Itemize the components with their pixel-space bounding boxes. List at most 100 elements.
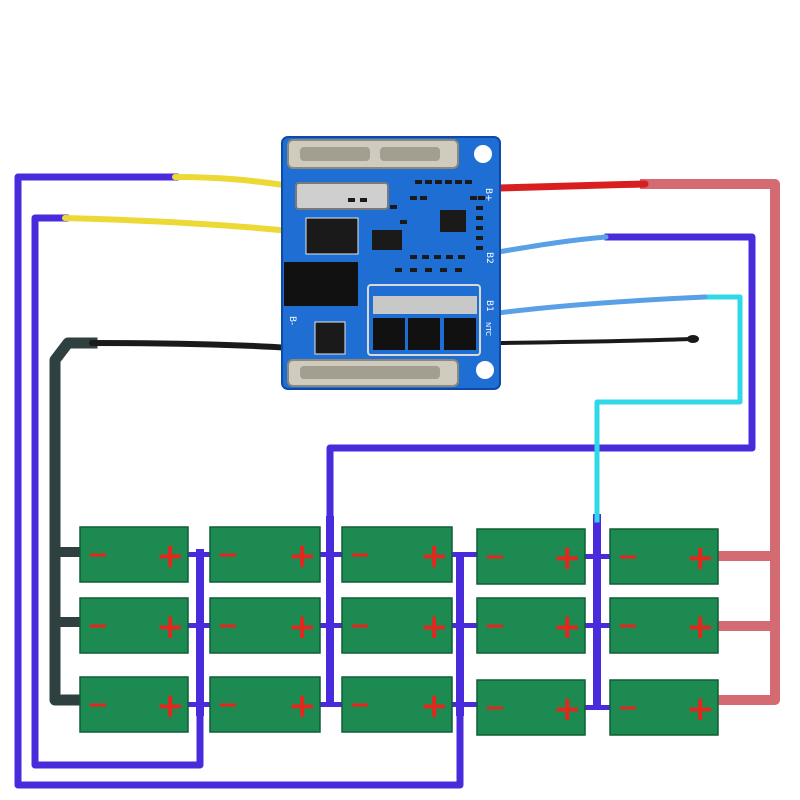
lead-black-ntc <box>496 337 692 345</box>
mount-hole-bottom <box>476 361 494 379</box>
smd-part-12 <box>476 216 483 220</box>
wire-dark-negative <box>49 337 98 706</box>
cell-body <box>341 526 453 583</box>
smd-part-20 <box>458 255 465 259</box>
cell-body <box>79 597 189 654</box>
smd-part-23 <box>425 268 432 272</box>
lead-black <box>89 340 293 351</box>
chip-dual-1 <box>305 217 359 255</box>
battery-cell-r2-c2: −+ <box>209 597 321 654</box>
cell-positive-terminal: + <box>288 536 317 576</box>
wire-blue-b2 <box>326 233 756 524</box>
label-b2: B2 <box>484 252 494 264</box>
smd-part-4 <box>445 180 452 184</box>
cell-positive-terminal: + <box>420 607 449 647</box>
label-ntc: NTC <box>484 322 492 336</box>
cell-positive-terminal: + <box>420 686 449 726</box>
smd-part-14 <box>476 236 483 240</box>
battery-cell-r2-c1: −+ <box>79 597 189 654</box>
smd-part-22 <box>410 268 417 272</box>
ntc-thermistor-bead <box>687 335 699 343</box>
label-b-minus: B- <box>287 316 297 325</box>
bottom-terminal-slot <box>300 366 440 379</box>
battery-cell-r2-c5: −+ <box>609 597 719 654</box>
black-connector <box>284 262 358 306</box>
cell-body <box>609 528 719 585</box>
cell-body <box>79 676 189 733</box>
cell-body <box>341 676 453 733</box>
cell-negative-terminal: − <box>87 690 109 720</box>
cell-positive-terminal: + <box>553 607 582 647</box>
cell-negative-terminal: − <box>87 611 109 641</box>
smd-part-9 <box>470 196 477 200</box>
wire-cyan-b1 <box>594 294 743 523</box>
smd-part-19 <box>446 255 453 259</box>
chip-small <box>372 230 402 250</box>
mosfet-tab-strip <box>373 296 477 314</box>
lead-red <box>494 180 649 192</box>
smd-part-16 <box>410 255 417 259</box>
smd-part-28 <box>360 198 367 202</box>
smd-part-7 <box>410 196 417 200</box>
battery-cell-r1-c3: −+ <box>341 526 453 583</box>
smd-part-25 <box>455 268 462 272</box>
label-b1: B1 <box>484 300 494 312</box>
cell-body <box>79 526 189 583</box>
cell-negative-terminal: − <box>217 690 239 720</box>
smd-part-27 <box>400 220 407 224</box>
cell-negative-terminal: − <box>617 611 639 641</box>
cell-negative-terminal: − <box>484 542 506 572</box>
cell-body <box>209 676 321 733</box>
smd-part-13 <box>476 226 483 230</box>
battery-cell-r3-c4: −+ <box>476 679 586 736</box>
smd-part-10 <box>478 196 485 200</box>
battery-cell-r2-c3: −+ <box>341 597 453 654</box>
board-leads <box>62 174 708 351</box>
smd-part-24 <box>440 268 447 272</box>
cell-negative-terminal: − <box>217 611 239 641</box>
cell-body <box>476 528 586 585</box>
cell-negative-terminal: − <box>484 693 506 723</box>
wire-pink-positive <box>640 179 780 705</box>
smd-part-26 <box>390 205 397 209</box>
smd-part-5 <box>455 180 462 184</box>
lead-light-blue-b2 <box>495 234 609 255</box>
lead-yellow-2 <box>62 215 293 234</box>
cell-array: −+−+−+−+−+−+−+−+−+−+−+−+−+−+−+ <box>79 526 719 736</box>
smd-components <box>348 180 485 272</box>
cell-positive-terminal: + <box>420 536 449 576</box>
cell-negative-terminal: − <box>617 542 639 572</box>
smd-part-8 <box>420 196 427 200</box>
smd-part-3 <box>435 180 442 184</box>
label-b-plus: B+ <box>483 188 493 202</box>
battery-cell-r3-c5: −+ <box>609 679 719 736</box>
cell-negative-terminal: − <box>349 690 371 720</box>
cell-positive-terminal: + <box>156 536 185 576</box>
cell-body <box>476 597 586 654</box>
smd-part-11 <box>476 206 483 210</box>
cell-positive-terminal: + <box>686 538 715 578</box>
cell-body <box>209 526 321 583</box>
smd-part-29 <box>348 198 355 202</box>
power-mosfet-1 <box>373 318 405 350</box>
top-terminal-slot-2 <box>380 147 440 161</box>
top-terminal-slot-1 <box>300 147 370 161</box>
battery-cell-r1-c5: −+ <box>609 528 719 585</box>
lead-yellow-1 <box>172 174 293 189</box>
cell-negative-terminal: − <box>484 611 506 641</box>
chip-sot <box>314 321 346 355</box>
cell-positive-terminal: + <box>553 689 582 729</box>
mount-hole-top <box>474 145 492 163</box>
battery-cell-r3-c1: −+ <box>79 676 189 733</box>
cell-positive-terminal: + <box>156 686 185 726</box>
battery-cell-r1-c4: −+ <box>476 528 586 585</box>
cell-body <box>476 679 586 736</box>
battery-cell-r1-c1: −+ <box>79 526 189 583</box>
power-mosfet-frame <box>367 284 481 356</box>
cell-negative-terminal: − <box>617 693 639 723</box>
smd-part-6 <box>465 180 472 184</box>
cell-body <box>341 597 453 654</box>
battery-cell-r3-c2: −+ <box>209 676 321 733</box>
cell-negative-terminal: − <box>217 540 239 570</box>
metal-contact-block <box>295 182 389 210</box>
